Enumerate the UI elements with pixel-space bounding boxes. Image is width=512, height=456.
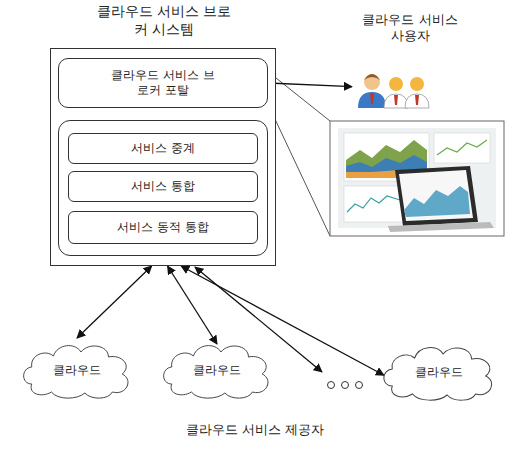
system-box: 클라우드 서비스 브로커 시스템클라우드 서비스 브로커 포탈서비스 중계서비스… xyxy=(50,48,276,266)
users-icon xyxy=(358,74,429,108)
node-text: 클라우드 서비스 브로커 포탈 xyxy=(107,68,219,98)
node-text: 서비스 통합 xyxy=(131,179,195,194)
cloud-shape: 클라우드 xyxy=(378,340,500,404)
node-text: 클라우드 서비스 브로커 시스템 xyxy=(91,3,237,38)
node-text: 클라우드 xyxy=(415,365,463,380)
double-arrow xyxy=(268,83,352,87)
node-text: 서비스 중계 xyxy=(131,141,195,156)
double-arrow xyxy=(77,266,152,338)
double-arrow xyxy=(168,266,217,344)
service-box: 서비스 동적 통합 xyxy=(68,211,258,244)
node-text: 클라우드 xyxy=(53,363,101,378)
service-box: 서비스 통합 xyxy=(68,171,258,202)
node-text: 클라우드 서비스 사용자 xyxy=(360,12,460,45)
node-text: 서비스 동적 통합 xyxy=(117,220,209,235)
user-group: 클라우드 서비스 사용자 xyxy=(352,4,468,110)
portal-box: 클라우드 서비스 브로커 포탈 xyxy=(58,58,268,108)
cloud-shape: 클라우드 xyxy=(158,338,276,402)
node-text: 클라우드 xyxy=(193,363,241,378)
cloud-shape: 클라우드 xyxy=(18,338,136,402)
service-box: 서비스 중계 xyxy=(68,133,258,164)
group-label: 클라우드 서비스 제공자 xyxy=(150,421,360,439)
ellipsis-dots xyxy=(328,382,363,389)
dashboard-screenshot xyxy=(330,121,504,236)
